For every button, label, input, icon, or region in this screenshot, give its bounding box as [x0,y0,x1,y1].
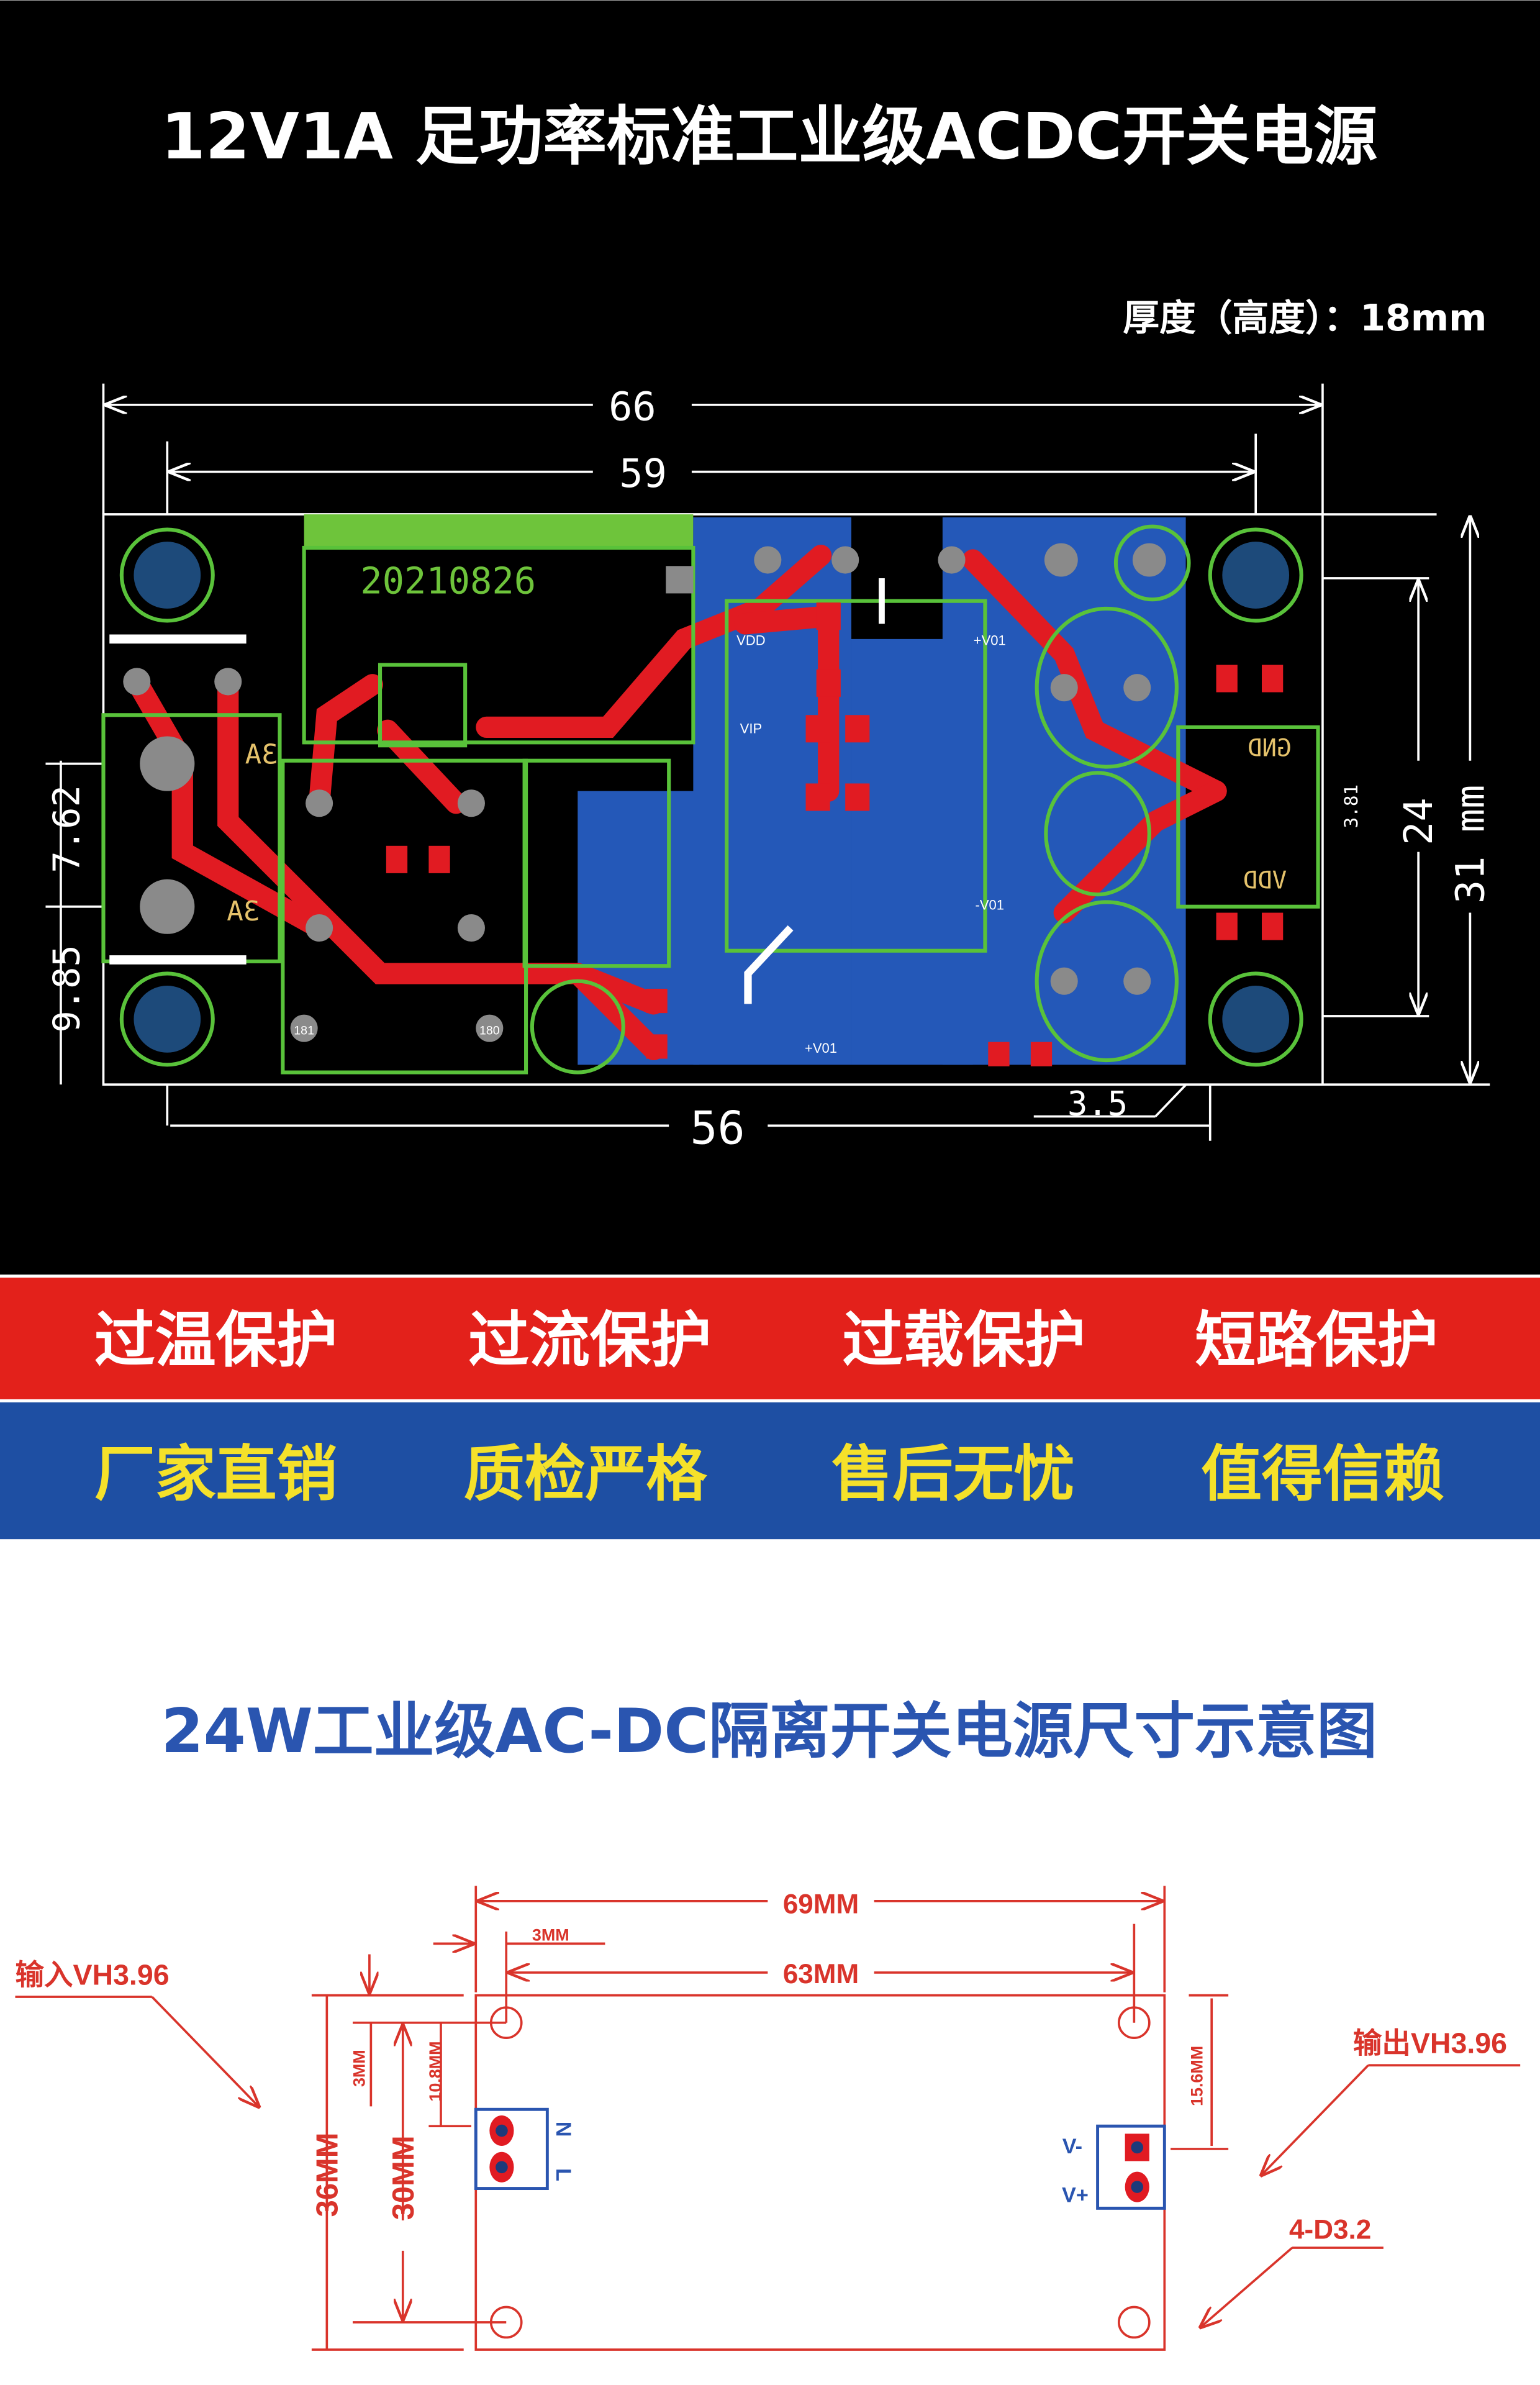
vdd-pad: VDD [736,633,765,648]
v01-pos-pad-2: +V01 [805,1040,837,1056]
r181: 181 [294,1024,314,1037]
slogan-after-sales: 售后无忧 [831,1439,1075,1510]
ac-label-1: 3A [245,739,278,771]
dim-69mm: 69MM [783,1889,859,1919]
dim-56: 56 [690,1102,745,1155]
dim-3-5: 3.5 [1067,1084,1128,1123]
pin-l: L [551,2168,575,2181]
pcb-silkscreen: 20210826 3A 3A GND VDD VDD VIP +V01 -V01… [227,559,1291,1055]
feature-over-current: 过流保护 [468,1306,712,1376]
dim-24: 24 [1396,797,1442,845]
dim-31mm: 31 mm [1447,785,1493,904]
dim-10-8mm: 10.8MM [426,2041,445,2101]
holes-callout: 4-D3.2 [1289,2214,1371,2245]
pin-vneg: V- [1062,2135,1082,2158]
slogan-direct-sale: 厂家直销 [94,1439,338,1510]
feature-overload: 过载保护 [842,1306,1085,1376]
drawing-title: 24W工业级AC-DC隔离开关电源尺寸示意图 [161,1696,1377,1767]
feature-short-circuit: 短路保护 [1195,1306,1438,1376]
input-callout: 输入VH3.96 [15,1958,169,1991]
output-connector [1096,2124,1166,2210]
gnd-label: GND [1248,734,1292,762]
pcb-dimension-labels: 66 59 56 3.5 24 31 mm 9.85 7.62 3.81 [45,384,1493,1155]
dim-7-62: 7.62 [45,785,88,873]
dim-36mm: 36MM [310,2133,344,2217]
pin-vpos: V+ [1062,2184,1089,2207]
dim-3mm-v: 3MM [350,2050,369,2087]
thickness-label: 厚度（高度）：18mm [1123,296,1487,339]
dim-9-85: 9.85 [45,945,88,1032]
v01-pos-pad: +V01 [974,633,1006,648]
pcb-board [101,513,1324,1086]
feature-over-temp: 过温保护 [94,1306,338,1376]
dim-15-6mm: 15.6MM [1188,2046,1207,2106]
blue-banner [0,1402,1540,1540]
dim-30mm: 30MM [387,2135,420,2220]
dim-3mm-h: 3MM [532,1926,569,1945]
red-banner [0,1278,1540,1399]
dim-59: 59 [619,451,667,497]
vip-pad: VIP [740,721,763,737]
pin-n: N [551,2122,575,2137]
dim-66: 66 [609,384,656,430]
input-connector [474,2107,549,2191]
dim-3-81: 3.81 [1341,784,1362,829]
vdd-out-label: VDD [1243,866,1287,894]
date-code: 20210826 [360,559,536,602]
slogan-trust: 值得信赖 [1201,1439,1444,1510]
slogan-quality: 质检严格 [464,1439,708,1510]
v01-neg-pad: -V01 [976,897,1005,913]
product-title: 12V1A 足功率标准工业级ACDC开关电源 [161,100,1377,174]
output-callout: 输出VH3.96 [1353,2027,1507,2060]
drawing-lines [15,1886,1521,2351]
r180: 180 [479,1024,500,1037]
ac-label-2: 3A [227,896,260,927]
dim-63mm: 63MM [783,1959,859,1989]
